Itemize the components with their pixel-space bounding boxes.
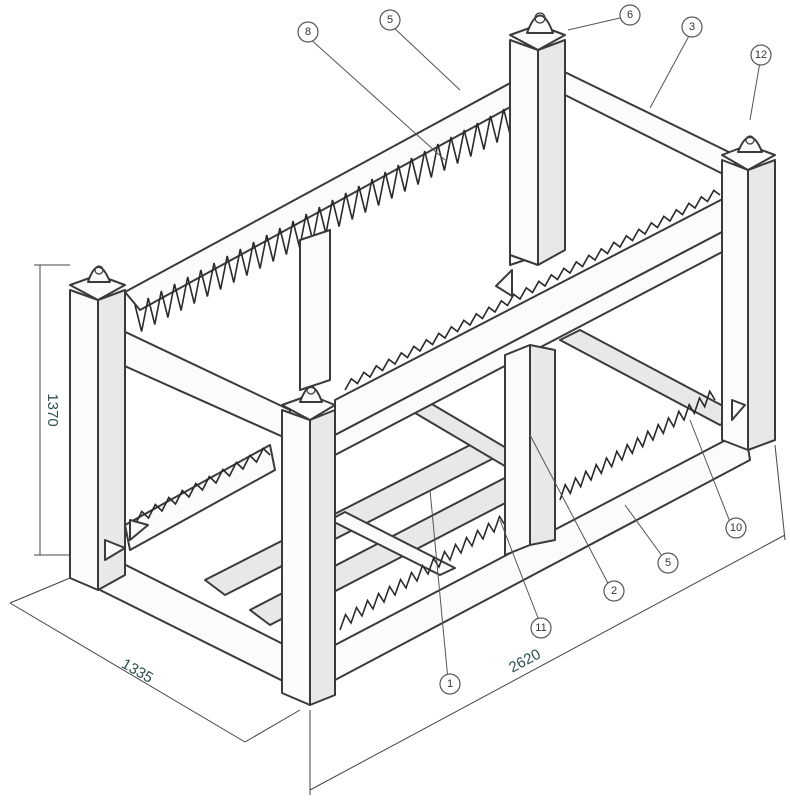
callout-10-label: 10 [730,522,742,534]
callout-leaders [307,17,761,681]
top-frame [99,59,746,456]
callout-1-label: 1 [447,678,453,690]
bottom-springs-front [134,389,716,631]
callout-12-label: 12 [755,49,767,61]
callout-11: 11 [530,617,552,639]
top-rail-back [124,74,546,311]
mid-post-back [299,229,331,391]
callout-3: 3 [681,16,703,38]
top-rail-right [539,59,736,181]
dimension-depth-label: 1335 [119,655,156,686]
corner-posts [69,24,776,706]
callout-3-label: 3 [689,21,695,33]
base-frame [99,329,751,683]
callout-1: 1 [439,673,461,695]
callout-10: 10 [725,517,747,539]
dimension-length-label: 2620 [506,646,543,677]
dimension-height-label: 1370 [44,393,61,426]
callout-5-top-label: 5 [387,14,393,26]
callout-5-top: 5 [379,9,401,31]
callout-8-label: 8 [305,26,311,38]
post-right-side [537,39,566,266]
post-front [281,409,311,706]
top-rail-left [99,319,291,441]
callout-6-label: 6 [627,9,633,21]
lifting-lugs [87,12,763,403]
gussets [104,269,746,561]
post-right [509,39,539,266]
post-far-right-side [747,159,776,451]
lug-right [526,12,554,34]
callout-2: 2 [603,580,625,602]
mid-post-front [504,344,531,556]
callout-5-bottom: 5 [657,552,679,574]
top-springs-back [134,94,721,391]
lug-far-right [737,135,763,153]
callout-8: 8 [297,21,319,43]
mid-post-front-side [529,344,556,546]
callout-2-label: 2 [611,585,617,597]
callout-6: 6 [619,4,641,26]
floor-beam-4 [559,329,741,426]
post-left-side [97,289,126,591]
dimension-height: 1370 [34,264,70,556]
lug-left [87,265,111,283]
callout-5-bottom-label: 5 [665,557,671,569]
lug-front [299,385,323,403]
callout-11-label: 11 [535,622,546,634]
post-front-side [309,409,336,706]
cross-support-center [329,511,456,576]
post-left [69,289,99,591]
base-rail-back-left [124,444,276,551]
callout-12: 12 [750,44,772,66]
